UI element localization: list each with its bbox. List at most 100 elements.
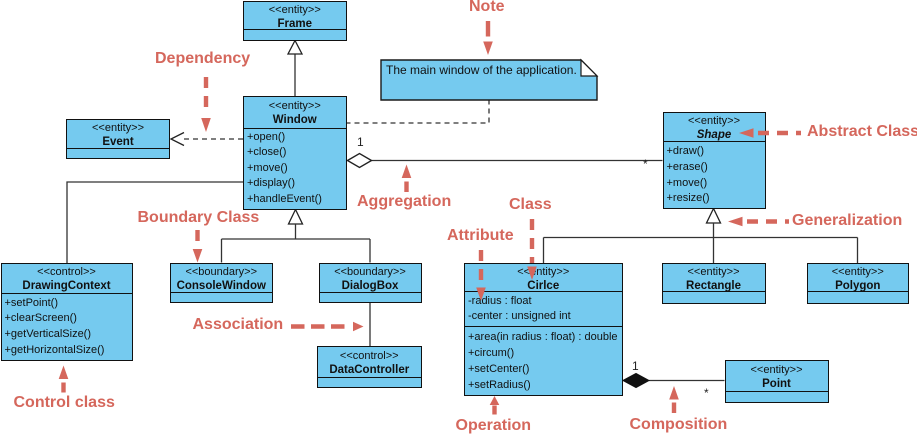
class-consolewindow[interactable]: <<boundary>> ConsoleWindow bbox=[169, 262, 273, 303]
class-circle-operations: +area(in radius : float) : double +circum… bbox=[465, 325, 622, 395]
class-circle[interactable]: <<entity>> Cirlce -radius : float-center… bbox=[464, 263, 623, 396]
composition-multiplicity-one: 1 bbox=[632, 359, 639, 373]
class-event-stereotype: <<entity>> bbox=[92, 122, 144, 134]
aggregation-multiplicity-many: * bbox=[643, 157, 648, 171]
member-row: +getHorizontalSize() bbox=[4, 343, 105, 356]
note-fold-icon bbox=[580, 58, 599, 77]
class-circle-stereotype: <<entity>> bbox=[517, 266, 570, 278]
class-window-operations: +open() +close() +move() +display() +handleE… bbox=[244, 129, 346, 209]
class-point-header: <<entity>> Point bbox=[725, 361, 828, 392]
class-window[interactable]: <<entity>> Window +open() +close() +move()… bbox=[243, 96, 347, 210]
member-row: +display() bbox=[247, 177, 295, 190]
composition-diamond-icon bbox=[621, 372, 651, 389]
class-shape-name: Shape bbox=[696, 128, 732, 141]
class-circle-header: <<entity>> Cirlce bbox=[465, 264, 622, 292]
class-frame-empty-compartment bbox=[244, 30, 346, 40]
member-row: +setPoint() bbox=[4, 296, 59, 309]
annotation-attribute: Attribute bbox=[447, 226, 514, 244]
dependency-arrowhead-icon bbox=[169, 131, 185, 147]
member-row: +area(in radius : float) : double bbox=[468, 331, 618, 343]
annotation-note: Note bbox=[469, 0, 505, 15]
class-shape[interactable]: <<entity>> Shape +draw()+erase()+move()+… bbox=[662, 111, 766, 209]
class-window-stereotype: <<entity>> bbox=[268, 100, 321, 112]
class-dialogbox-stereotype: <<boundary>> bbox=[334, 265, 406, 278]
annotation-generalization: Generalization bbox=[792, 212, 903, 229]
member-row: +setRadius() bbox=[468, 379, 531, 391]
class-consolewindow-empty-compartment bbox=[171, 293, 273, 303]
class-polygon-header: <<entity>> Polygon bbox=[807, 264, 908, 292]
aggregation-multiplicity-one: 1 bbox=[357, 134, 364, 149]
class-datacontroller-header: <<control>> DataController bbox=[318, 347, 421, 378]
class-frame[interactable]: <<entity>> Frame bbox=[243, 1, 347, 41]
member-row: -radius : float bbox=[468, 294, 532, 307]
class-shape-stereotype: <<entity>> bbox=[688, 114, 740, 127]
generalization-lines-window-children bbox=[220, 224, 371, 263]
generalization-triangle-frame-icon bbox=[286, 39, 304, 55]
annotation-boundary-class: Boundary Class bbox=[137, 209, 260, 226]
note[interactable]: The main window of the application. bbox=[381, 60, 597, 100]
member-row: +handleEvent() bbox=[247, 192, 322, 205]
class-polygon-empty-compartment bbox=[808, 292, 909, 303]
generalization-lines-shape-children bbox=[542, 223, 859, 263]
class-rectangle-header: <<entity>> Rectangle bbox=[662, 264, 765, 292]
class-polygon-name: Polygon bbox=[835, 280, 881, 292]
class-frame-stereotype: <<entity>> bbox=[268, 4, 321, 16]
class-shape-operations: +draw() +erase() +move() +resize() bbox=[664, 142, 765, 208]
class-frame-header: <<entity>> Frame bbox=[244, 2, 346, 30]
class-rectangle-empty-compartment bbox=[663, 292, 765, 303]
class-datacontroller[interactable]: <<control>> DataController bbox=[317, 346, 422, 388]
annotation-control-class: Control class bbox=[13, 394, 115, 411]
member-row: +setCenter() bbox=[468, 363, 530, 375]
class-datacontroller-empty-compartment bbox=[318, 378, 421, 387]
annotation-aggregation: Aggregation bbox=[357, 193, 452, 210]
composition-multiplicity-many: * bbox=[704, 386, 709, 400]
annotation-association: Association bbox=[192, 316, 284, 333]
class-drawingcontext[interactable]: <<control>> DrawingContext +setPoint() +c… bbox=[0, 263, 133, 361]
member-row: +draw() bbox=[666, 145, 705, 157]
generalization-triangle-window-icon bbox=[287, 208, 304, 225]
class-event[interactable]: <<entity>> Event bbox=[66, 119, 170, 159]
class-rectangle-stereotype: <<entity>> bbox=[687, 266, 740, 278]
class-rectangle-name: Rectangle bbox=[686, 280, 741, 292]
member-row: +close() bbox=[247, 146, 287, 159]
class-dialogbox-empty-compartment bbox=[320, 293, 421, 303]
class-point[interactable]: <<entity>> Point bbox=[724, 359, 829, 403]
class-consolewindow-name: ConsoleWindow bbox=[176, 279, 266, 292]
association-line-window-drawingcontext bbox=[66, 181, 243, 263]
class-dialogbox[interactable]: <<boundary>> DialogBox bbox=[318, 262, 422, 303]
member-row: +open() bbox=[247, 131, 286, 143]
annotation-abstract-class: Abstract Class bbox=[807, 123, 917, 140]
class-circle-name: Cirlce bbox=[527, 280, 560, 292]
aggregation-diamond-icon bbox=[346, 152, 373, 169]
class-drawingcontext-header: <<control>> DrawingContext bbox=[1, 264, 132, 294]
annotation-dependency: Dependency bbox=[155, 50, 251, 67]
member-row: +getVerticalSize() bbox=[4, 328, 92, 341]
member-row: +move() bbox=[666, 176, 708, 189]
class-drawingcontext-name: DrawingContext bbox=[22, 280, 111, 292]
member-row: +move() bbox=[247, 161, 288, 174]
class-polygon-stereotype: <<entity>> bbox=[831, 266, 884, 278]
class-window-header: <<entity>> Window bbox=[244, 97, 346, 129]
class-circle-attributes: -radius : float-center : unsigned int bbox=[465, 292, 622, 326]
class-rectangle[interactable]: <<entity>> Rectangle bbox=[661, 263, 766, 304]
class-drawingcontext-operations: +setPoint() +clearScreen() +getVerticalSiz… bbox=[2, 294, 132, 360]
annotation-composition: Composition bbox=[629, 416, 728, 433]
note-shape bbox=[380, 59, 598, 101]
class-point-empty-compartment bbox=[726, 392, 828, 402]
class-dialogbox-name: DialogBox bbox=[341, 279, 399, 292]
note-anchor-line bbox=[346, 99, 490, 124]
class-shape-header: <<entity>> Shape bbox=[663, 113, 765, 142]
member-row: +circum() bbox=[468, 347, 515, 359]
member-row: +resize() bbox=[666, 192, 710, 205]
class-event-header: <<entity>> Event bbox=[67, 120, 169, 149]
member-row: +clearScreen() bbox=[4, 312, 77, 325]
member-row: +erase() bbox=[666, 160, 708, 173]
class-drawingcontext-stereotype: <<control>> bbox=[37, 266, 96, 278]
class-polygon[interactable]: <<entity>> Polygon bbox=[806, 263, 909, 304]
annotation-operation: Operation bbox=[455, 417, 532, 434]
note-text: The main window of the application. bbox=[386, 63, 577, 77]
class-consolewindow-header: <<boundary>> ConsoleWindow bbox=[170, 264, 272, 293]
class-consolewindow-stereotype: <<boundary>> bbox=[185, 265, 258, 278]
class-event-empty-compartment bbox=[67, 149, 169, 158]
